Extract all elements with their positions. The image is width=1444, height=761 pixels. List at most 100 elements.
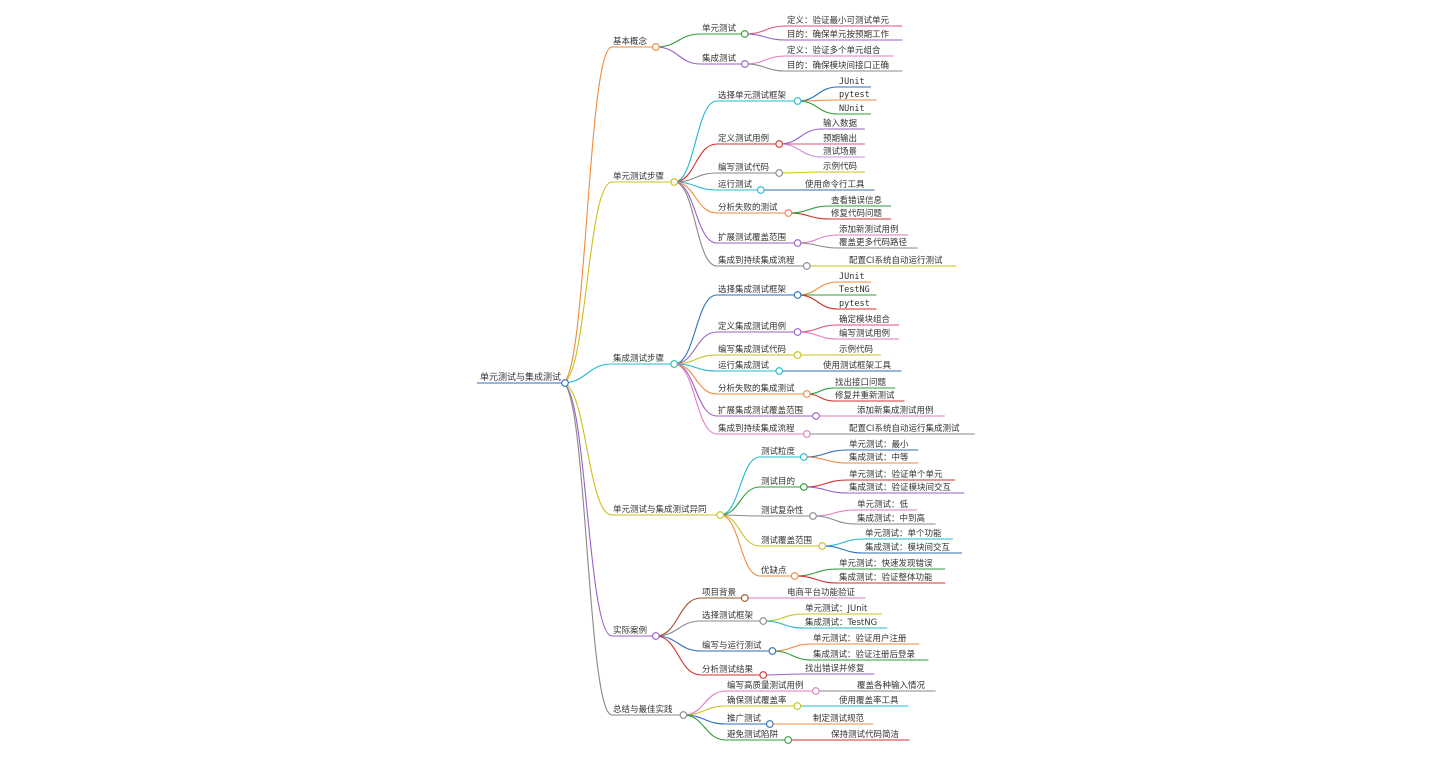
- leaf-6-4-1: 保持测试代码简洁: [831, 729, 900, 740]
- leaf-connector-2-1-1: [797, 86, 839, 102]
- subtopic-collapse-toggle-4-3[interactable]: [809, 512, 817, 520]
- leaf-3-1-3: pytest: [839, 299, 870, 309]
- subtopic-5-3: 编写与运行测试: [702, 640, 762, 651]
- subtopic-connector-4-1: [720, 456, 761, 516]
- subtopic-1-1: 单元测试: [702, 23, 737, 34]
- subtopic-collapse-toggle-5-3[interactable]: [768, 647, 777, 655]
- subtopic-collapse-toggle-2-4[interactable]: [756, 186, 765, 194]
- subtopic-collapse-toggle-6-4[interactable]: [784, 736, 793, 744]
- leaf-4-4-1: 单元测试：单个功能: [865, 528, 942, 539]
- branch-collapse-toggle-5[interactable]: [651, 632, 660, 640]
- subtopic-connector-6-1: [683, 690, 727, 716]
- branch-collapse-toggle-4[interactable]: [716, 511, 725, 519]
- leaf-2-1-3: NUnit: [839, 104, 865, 114]
- subtopic-2-6: 扩展测试覆盖范围: [718, 232, 786, 243]
- branch-connector-1: [561, 46, 613, 384]
- subtopic-collapse-toggle-5-2[interactable]: [759, 617, 768, 625]
- subtopic-collapse-toggle-2-5[interactable]: [784, 209, 793, 217]
- subtopic-collapse-toggle-3-3[interactable]: [793, 351, 802, 359]
- root-collapse-toggle[interactable]: [561, 379, 569, 387]
- leaf-connector-3-5-2: [806, 393, 835, 402]
- leaf-4-1-2: 集成测试：中等: [849, 452, 909, 463]
- branch-collapse-toggle-2[interactable]: [670, 178, 679, 186]
- subtopic-collapse-toggle-4-2[interactable]: [799, 483, 808, 491]
- leaf-2-2-1: 输入数据: [823, 118, 858, 129]
- subtopic-collapse-toggle-1-2[interactable]: [740, 60, 749, 68]
- subtopic-collapse-toggle-3-4[interactable]: [775, 367, 784, 375]
- subtopic-collapse-toggle-4-1[interactable]: [799, 453, 808, 461]
- subtopic-connector-2-5: [674, 181, 718, 214]
- subtopic-collapse-toggle-5-4[interactable]: [759, 671, 768, 679]
- branch-collapse-toggle-6[interactable]: [679, 711, 688, 719]
- subtopic-collapse-toggle-4-4[interactable]: [818, 542, 827, 550]
- subtopic-collapse-toggle-6-3[interactable]: [765, 720, 774, 728]
- subtopic-5-1: 项目背景: [702, 587, 736, 598]
- subtopic-collapse-toggle-3-1[interactable]: [793, 291, 802, 299]
- leaf-connector-4-2-2: [803, 486, 849, 494]
- leaf-connector-2-6-1: [797, 234, 839, 244]
- leaf-2-1-1: JUnit: [839, 77, 865, 87]
- leaf-4-1-1: 单元测试：最小: [849, 439, 909, 450]
- leaf-connector-2-1-3: [797, 100, 839, 115]
- leaf-connector-3-1-3: [797, 294, 839, 310]
- leaf-5-3-1: 单元测试：验证用户注册: [813, 633, 907, 644]
- leaf-5-2-2: 集成测试：TestNG: [805, 617, 877, 628]
- leaf-3-4-1: 使用测试框架工具: [823, 360, 892, 371]
- subtopic-collapse-toggle-3-6[interactable]: [812, 412, 820, 420]
- branch-collapse-toggle-1[interactable]: [651, 43, 660, 51]
- subtopic-6-1: 编写高质量测试用例: [727, 680, 804, 691]
- subtopic-3-6: 扩展集成测试覆盖范围: [718, 405, 803, 416]
- subtopic-collapse-toggle-2-2[interactable]: [775, 140, 784, 148]
- branch-topic-2: 单元测试步骤: [613, 171, 665, 182]
- leaf-4-2-2: 集成测试：验证模块间交互: [849, 482, 952, 493]
- leaf-connector-3-5-1: [806, 387, 835, 395]
- subtopic-connector-3-1: [674, 294, 718, 365]
- leaf-connector-2-6-2: [797, 242, 839, 249]
- branch-connector-2: [561, 181, 613, 384]
- leaf-connector-4-3-2: [812, 515, 857, 525]
- leaf-5-1-1: 电商平台功能验证: [787, 587, 856, 598]
- subtopic-connector-3-6: [674, 363, 718, 417]
- subtopic-collapse-toggle-3-2[interactable]: [793, 328, 802, 336]
- branch-collapse-toggle-3[interactable]: [670, 360, 679, 368]
- subtopic-collapse-toggle-2-6[interactable]: [793, 239, 802, 247]
- subtopic-5-2: 选择测试框架: [702, 610, 754, 621]
- leaf-connector-2-2-3: [779, 143, 823, 158]
- leaf-connector-5-3-1: [772, 643, 813, 652]
- subtopic-collapse-toggle-6-1[interactable]: [811, 687, 820, 695]
- leaf-connector-4-2-1: [803, 479, 849, 488]
- subtopic-collapse-toggle-4-5[interactable]: [790, 572, 799, 580]
- subtopic-2-2: 定义测试用例: [718, 133, 769, 144]
- leaf-1-1-1: 定义：验证最小可测试单元: [787, 15, 890, 26]
- leaf-1-2-1: 定义：验证多个单元组合: [787, 45, 881, 56]
- branch-connector-5: [561, 382, 613, 637]
- subtopic-3-4: 运行集成测试: [718, 360, 770, 371]
- subtopic-collapse-toggle-3-5[interactable]: [802, 390, 811, 398]
- subtopic-collapse-toggle-2-3[interactable]: [775, 169, 784, 177]
- subtopic-connector-2-6: [674, 181, 718, 244]
- leaf-connector-2-3-1: [779, 171, 823, 174]
- leaf-connector-1-2-2: [744, 63, 787, 72]
- leaf-2-5-2: 修复代码问题: [831, 208, 883, 219]
- leaf-connector-5-3-2: [772, 650, 813, 661]
- subtopic-collapse-toggle-5-1[interactable]: [740, 594, 749, 602]
- leaf-2-7-1: 配置CI系统自动运行测试: [849, 255, 943, 266]
- leaf-connector-4-5-1: [794, 568, 839, 577]
- subtopic-4-4: 测试覆盖范围: [761, 535, 812, 546]
- subtopic-collapse-toggle-2-1[interactable]: [793, 97, 802, 105]
- subtopic-connector-3-2: [674, 331, 718, 365]
- subtopic-collapse-toggle-3-7[interactable]: [802, 430, 811, 438]
- subtopic-6-2: 确保测试覆盖率: [727, 695, 787, 706]
- subtopic-collapse-toggle-2-7[interactable]: [802, 262, 811, 270]
- subtopic-2-7: 集成到持续集成流程: [718, 255, 795, 266]
- leaf-4-5-2: 集成测试：验证整体功能: [839, 572, 933, 583]
- leaf-3-2-1: 确定模块组合: [839, 314, 891, 325]
- leaf-2-1-2: pytest: [839, 90, 870, 100]
- subtopic-collapse-toggle-1-1[interactable]: [740, 30, 749, 38]
- leaf-1-2-2: 目的：确保模块间接口正确: [787, 60, 889, 71]
- subtopic-collapse-toggle-6-2[interactable]: [793, 702, 802, 710]
- leaf-connector-1-2-1: [744, 55, 787, 65]
- branch-topic-4: 单元测试与集成测试异同: [613, 504, 707, 515]
- branch-connector-3: [561, 363, 613, 384]
